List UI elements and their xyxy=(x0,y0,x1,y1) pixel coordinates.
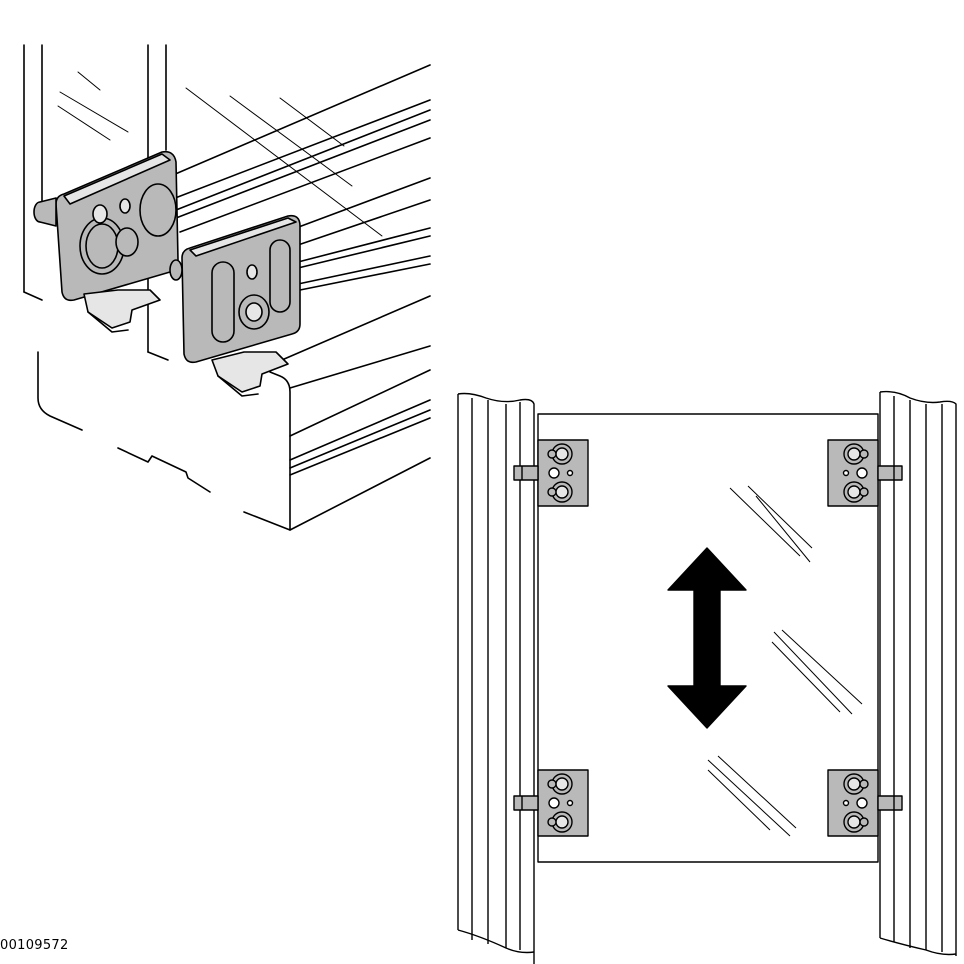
isometric-detail-view xyxy=(24,45,430,530)
mounting-bracket-bottom-right-icon xyxy=(828,770,902,836)
base-body xyxy=(38,352,290,530)
glass-panel xyxy=(538,414,878,862)
profile-post-right xyxy=(880,392,956,956)
figure-code: 00109572 xyxy=(0,938,69,953)
glass-reflection-lines xyxy=(708,486,862,836)
mounting-bracket-top-right-icon xyxy=(828,440,902,506)
mounting-bracket-bottom-left-icon xyxy=(514,770,588,836)
front-elevation-view xyxy=(458,392,956,964)
mounting-block-front xyxy=(34,152,178,332)
double-arrow-vertical-icon xyxy=(668,548,746,728)
mounting-block-back xyxy=(170,216,300,396)
guide-rail-profile xyxy=(166,65,430,530)
glass-panel-front xyxy=(24,45,128,300)
profile-post-left xyxy=(458,394,534,964)
mounting-bracket-top-left-icon xyxy=(514,440,588,506)
